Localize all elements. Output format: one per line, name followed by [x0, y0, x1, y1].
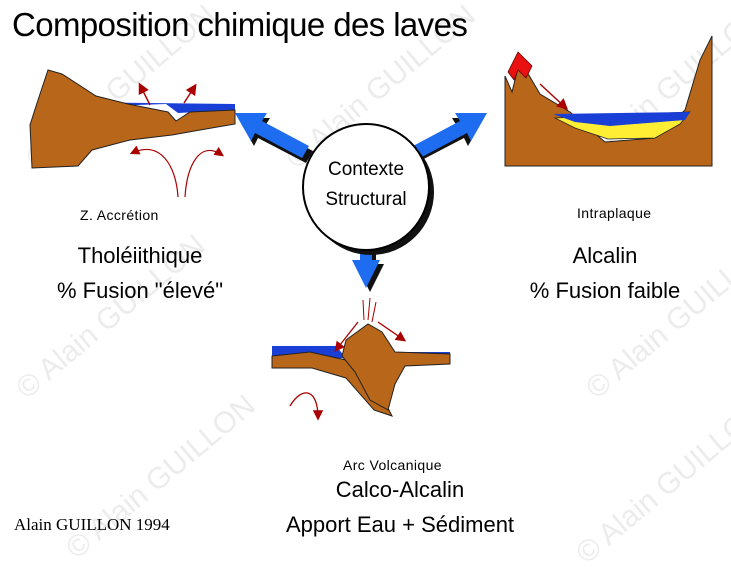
accretion-label: Z. Accrétion	[80, 207, 159, 223]
center-line-1: Contexte	[327, 159, 405, 180]
hotspot-volcano	[507, 51, 533, 81]
subducting-plate	[271, 351, 393, 417]
page-title: Composition chimique des laves	[12, 6, 468, 43]
intraplate-fusion: % Fusion faible	[529, 278, 681, 303]
crust-block	[504, 35, 713, 167]
center-label: Contexte Structural	[303, 155, 429, 215]
accretion-type: Tholéiithique	[77, 243, 203, 268]
oceanic-crust	[29, 69, 236, 169]
pointer-arrows	[235, 113, 487, 292]
rising-magma	[362, 297, 377, 323]
diagram	[29, 35, 713, 421]
intraplate-label: Intraplaque	[577, 205, 652, 221]
author-credit: Alain GUILLON 1994	[14, 515, 170, 534]
magma-arrow	[334, 321, 359, 353]
arrow-to-accretion	[235, 113, 309, 158]
accretion-description: Tholéiithique % Fusion "élevé"	[30, 238, 250, 308]
arc-type: Calco-Alcalin	[335, 477, 465, 502]
arc-detail: Apport Eau + Sédiment	[285, 512, 515, 537]
magma-arrow	[377, 321, 407, 342]
volcanic-arc-illustration	[271, 297, 451, 421]
arc-label: Arc Volcanique	[343, 457, 442, 473]
magma-arrow	[183, 83, 197, 104]
center-line-2: Structural	[325, 189, 407, 210]
accretion-ridge-illustration	[29, 69, 236, 198]
ocean-water	[553, 112, 690, 126]
arrow-to-intraplate	[413, 113, 487, 158]
intraplate-description: Alcalin % Fusion faible	[510, 238, 700, 308]
arrow-to-arc	[352, 245, 380, 288]
magma-arrow	[138, 82, 151, 106]
descending-arrow	[289, 392, 324, 421]
arc-crust	[341, 323, 451, 411]
convection-arrow	[184, 146, 224, 198]
intraplate-type: Alcalin	[572, 243, 638, 268]
convection-arrow	[129, 145, 179, 198]
accretion-fusion: % Fusion "élevé"	[56, 278, 224, 303]
arc-description: Calco-Alcalin Apport Eau + Sédiment	[262, 472, 538, 542]
intraplate-illustration	[504, 35, 713, 167]
subsidence-arrow	[539, 83, 569, 110]
context-circle	[302, 123, 430, 251]
